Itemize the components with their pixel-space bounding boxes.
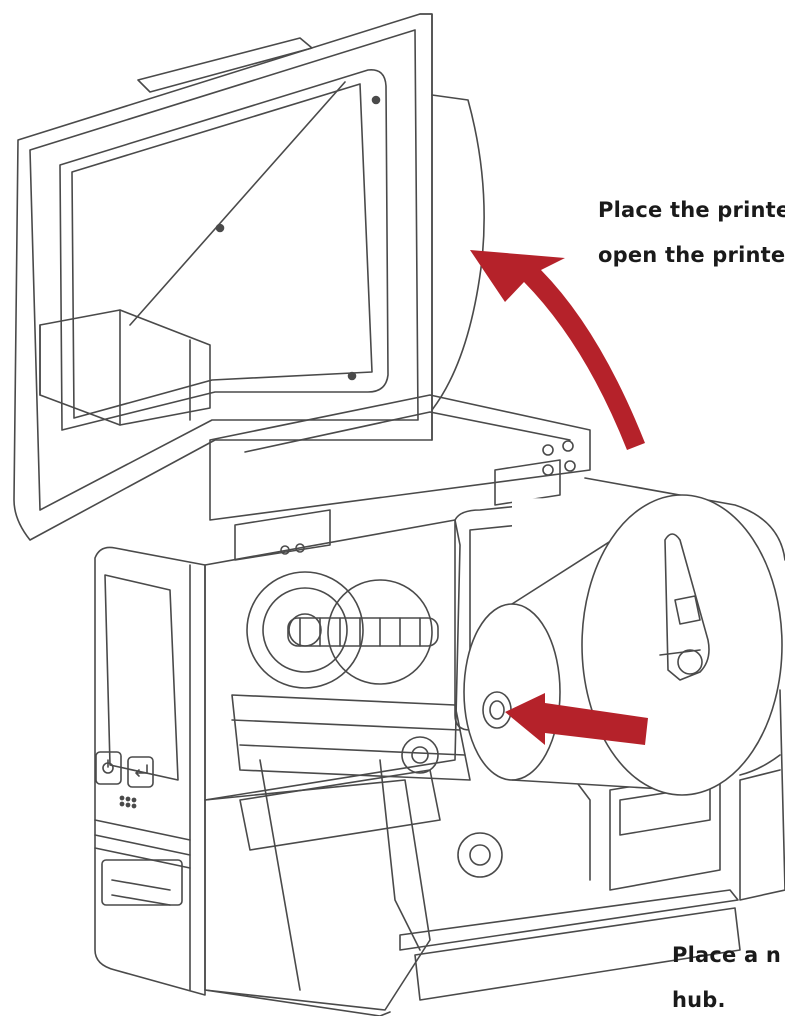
print-mechanism [231,694,503,991]
enter-icon [135,764,148,777]
instruction-open-cover-line1: Place the printe [598,198,785,222]
media-roll [463,494,783,796]
top-cover [13,13,485,541]
open-cover-arrow [470,250,645,450]
instruction-load-roll-line2: hub. [672,988,726,1012]
left-panel [94,546,206,996]
instruction-load-roll-line1: Place a n [672,943,781,967]
top-plate [209,394,591,561]
chassis [204,519,785,1016]
insert-roll-arrow [505,693,648,745]
enter-button[interactable] [127,756,154,788]
roll-holder-arm [659,533,710,681]
ribbon-hub [246,571,439,689]
instruction-open-cover-line2: open the printe [598,243,785,267]
power-button[interactable] [95,751,122,785]
cover-handle [39,309,211,426]
front-buttons [95,751,154,809]
